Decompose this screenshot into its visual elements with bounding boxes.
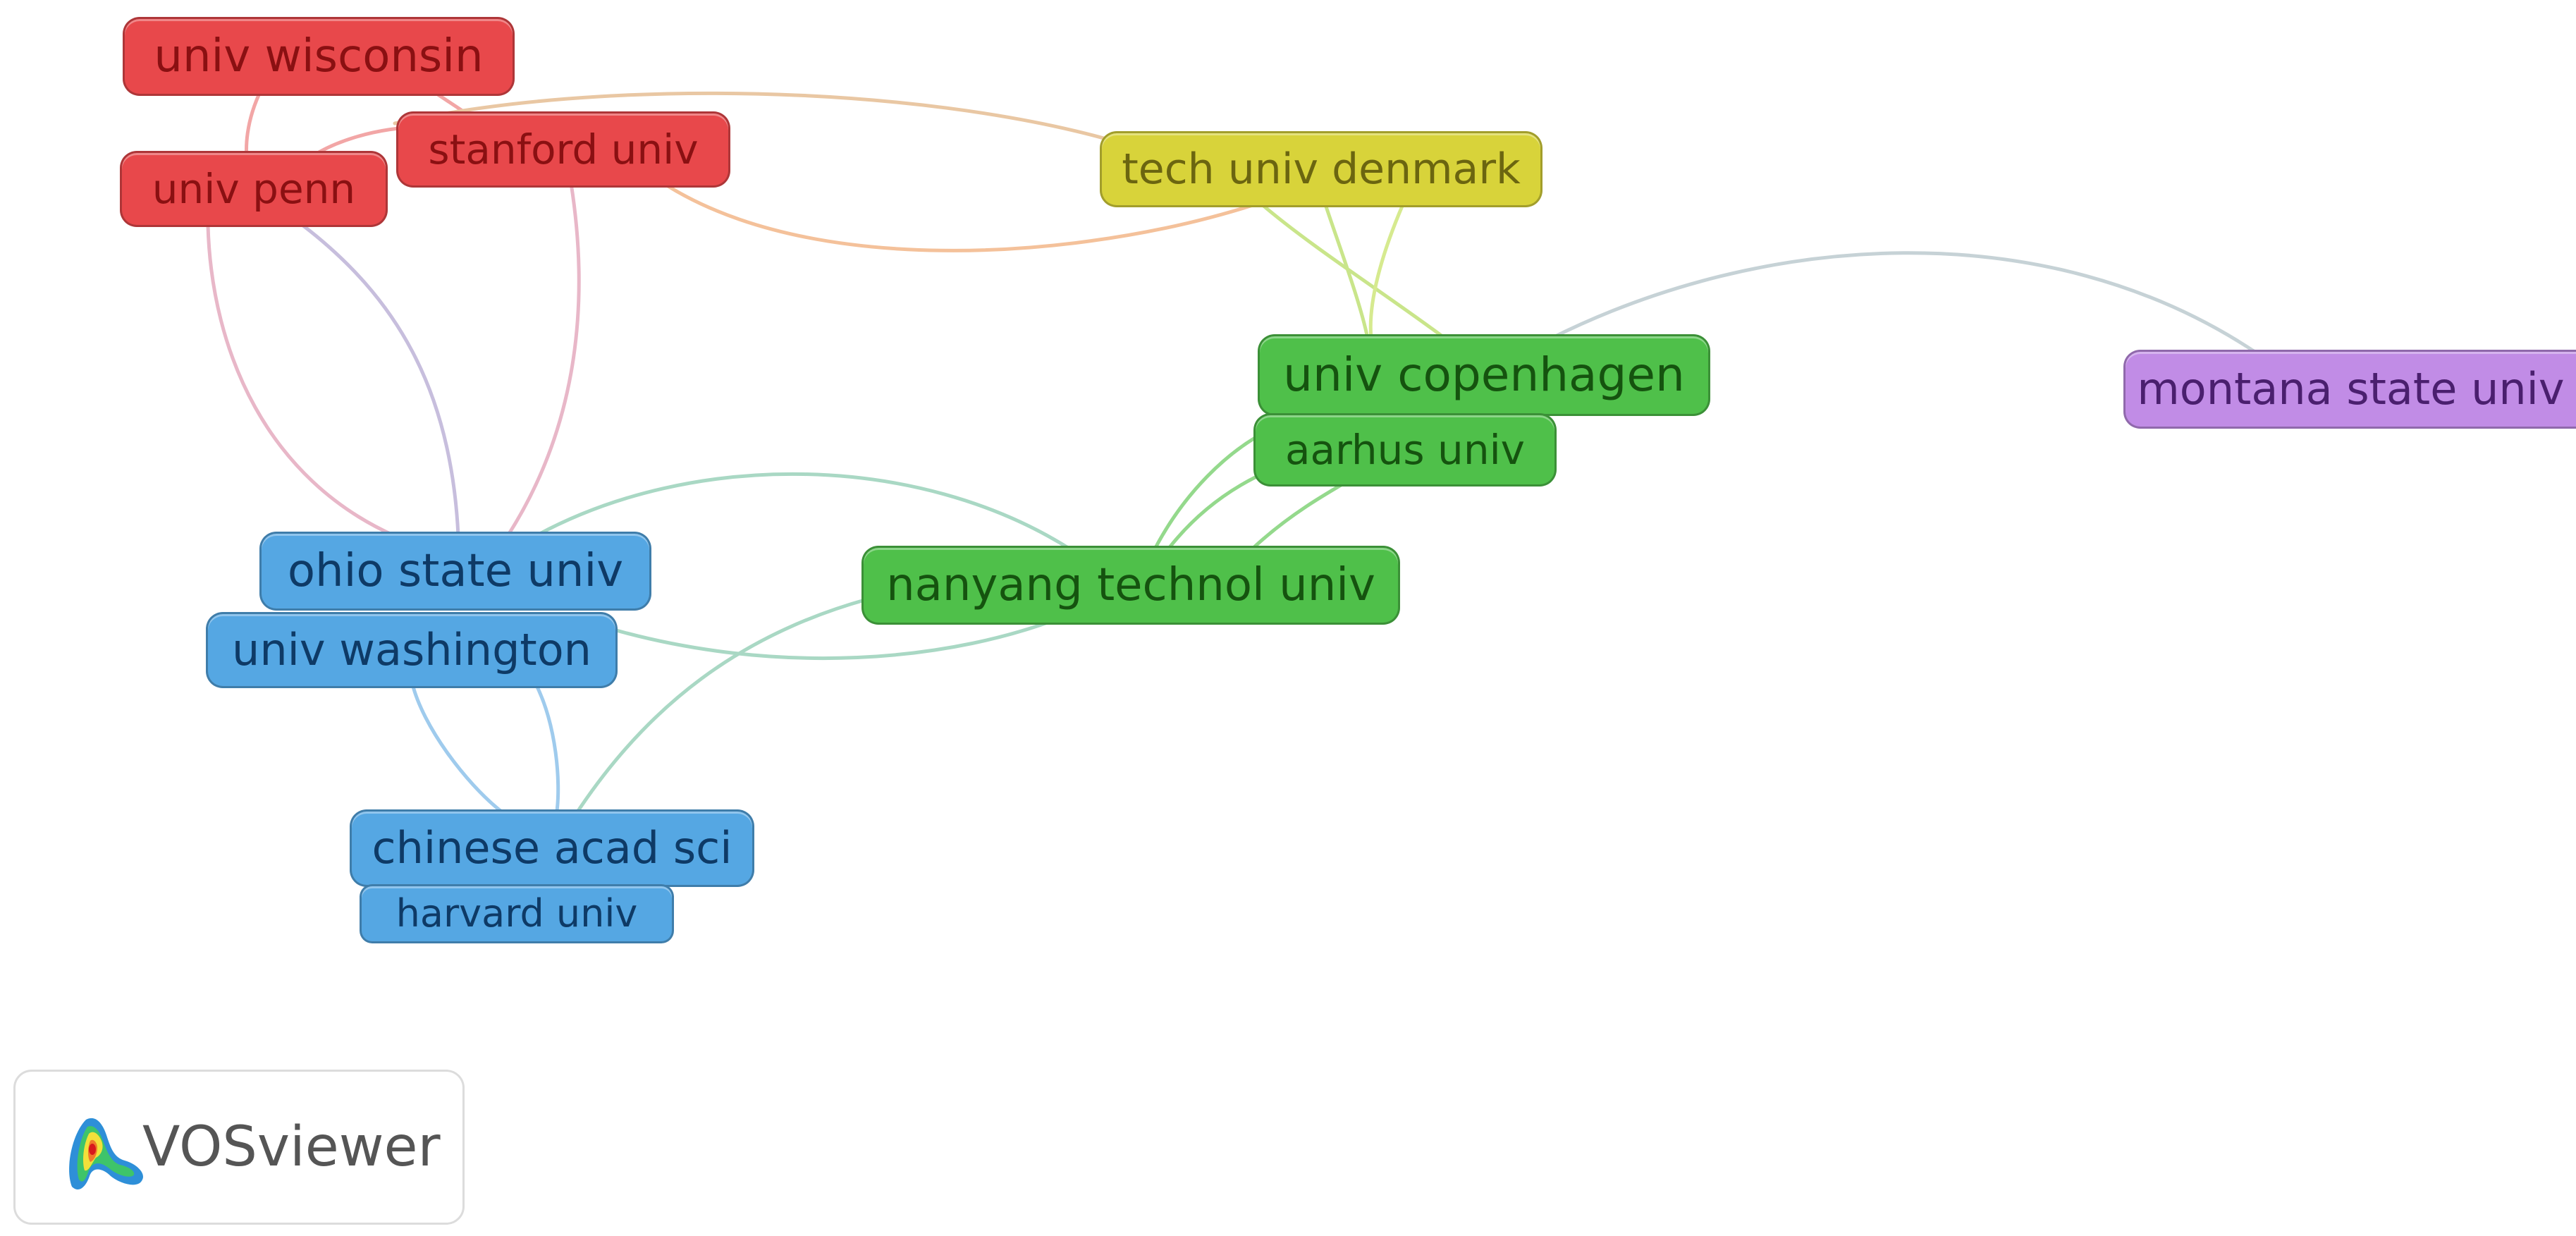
link-denmark-aarhus: [1323, 202, 1370, 341]
node-tech-univ-denmark[interactable]: tech univ denmark: [1100, 131, 1542, 207]
link-denmark-copenhagen: [1260, 202, 1447, 341]
node-label: tech univ denmark: [1122, 145, 1521, 194]
node-harvard-univ[interactable]: harvard univ: [360, 884, 674, 943]
node-stanford-univ[interactable]: stanford univ: [396, 111, 730, 188]
link-ohio-nanyang: [534, 472, 1074, 552]
node-label: nanyang technol univ: [886, 559, 1375, 611]
link-penn-washington: [301, 224, 460, 538]
node-label: univ copenhagen: [1283, 348, 1685, 402]
node-label: montana state univ: [2137, 363, 2565, 415]
link-nanyang-copenhagen: [1154, 428, 1271, 549]
link-washington-nanyang: [604, 611, 1074, 661]
node-label: stanford univ: [428, 126, 699, 173]
node-univ-wisconsin[interactable]: univ wisconsin: [123, 17, 515, 96]
link-stanford-denmark: [611, 139, 1257, 252]
link-copenhagen-montana: [1549, 251, 2258, 355]
node-label: univ penn: [152, 165, 356, 213]
node-label: univ wisconsin: [154, 30, 484, 82]
node-univ-copenhagen[interactable]: univ copenhagen: [1258, 334, 1710, 416]
node-univ-penn[interactable]: univ penn: [120, 151, 388, 227]
node-label: aarhus univ: [1284, 426, 1526, 474]
link-denmark-copenhagen-2: [1368, 202, 1405, 341]
link-penn-denmark: [393, 91, 1116, 143]
node-univ-washington[interactable]: univ washington: [206, 612, 618, 688]
vosviewer-logo-icon: [69, 1118, 143, 1190]
link-stanford-ohio: [505, 181, 581, 538]
node-ohio-state-univ[interactable]: ohio state univ: [259, 532, 651, 611]
link-chinese-nanyang: [576, 597, 869, 813]
network-links: [206, 75, 2258, 813]
node-nanyang-technol-univ[interactable]: nanyang technol univ: [861, 546, 1400, 625]
link-ohio-chinese: [534, 682, 560, 813]
node-label: univ washington: [232, 624, 591, 675]
node-chinese-acad-sci[interactable]: chinese acad sci: [350, 809, 754, 887]
node-label: ohio state univ: [287, 545, 624, 597]
link-washington-chinese: [410, 682, 503, 813]
node-montana-state-univ[interactable]: montana state univ: [2123, 350, 2576, 429]
link-penn-ohio: [206, 224, 397, 538]
vosviewer-logo: VOSviewer: [13, 1070, 465, 1225]
vosviewer-logo-text: VOSviewer: [142, 1115, 441, 1179]
node-aarhus-univ[interactable]: aarhus univ: [1253, 413, 1557, 487]
node-label: harvard univ: [395, 891, 638, 936]
node-label: chinese acad sci: [372, 822, 732, 874]
